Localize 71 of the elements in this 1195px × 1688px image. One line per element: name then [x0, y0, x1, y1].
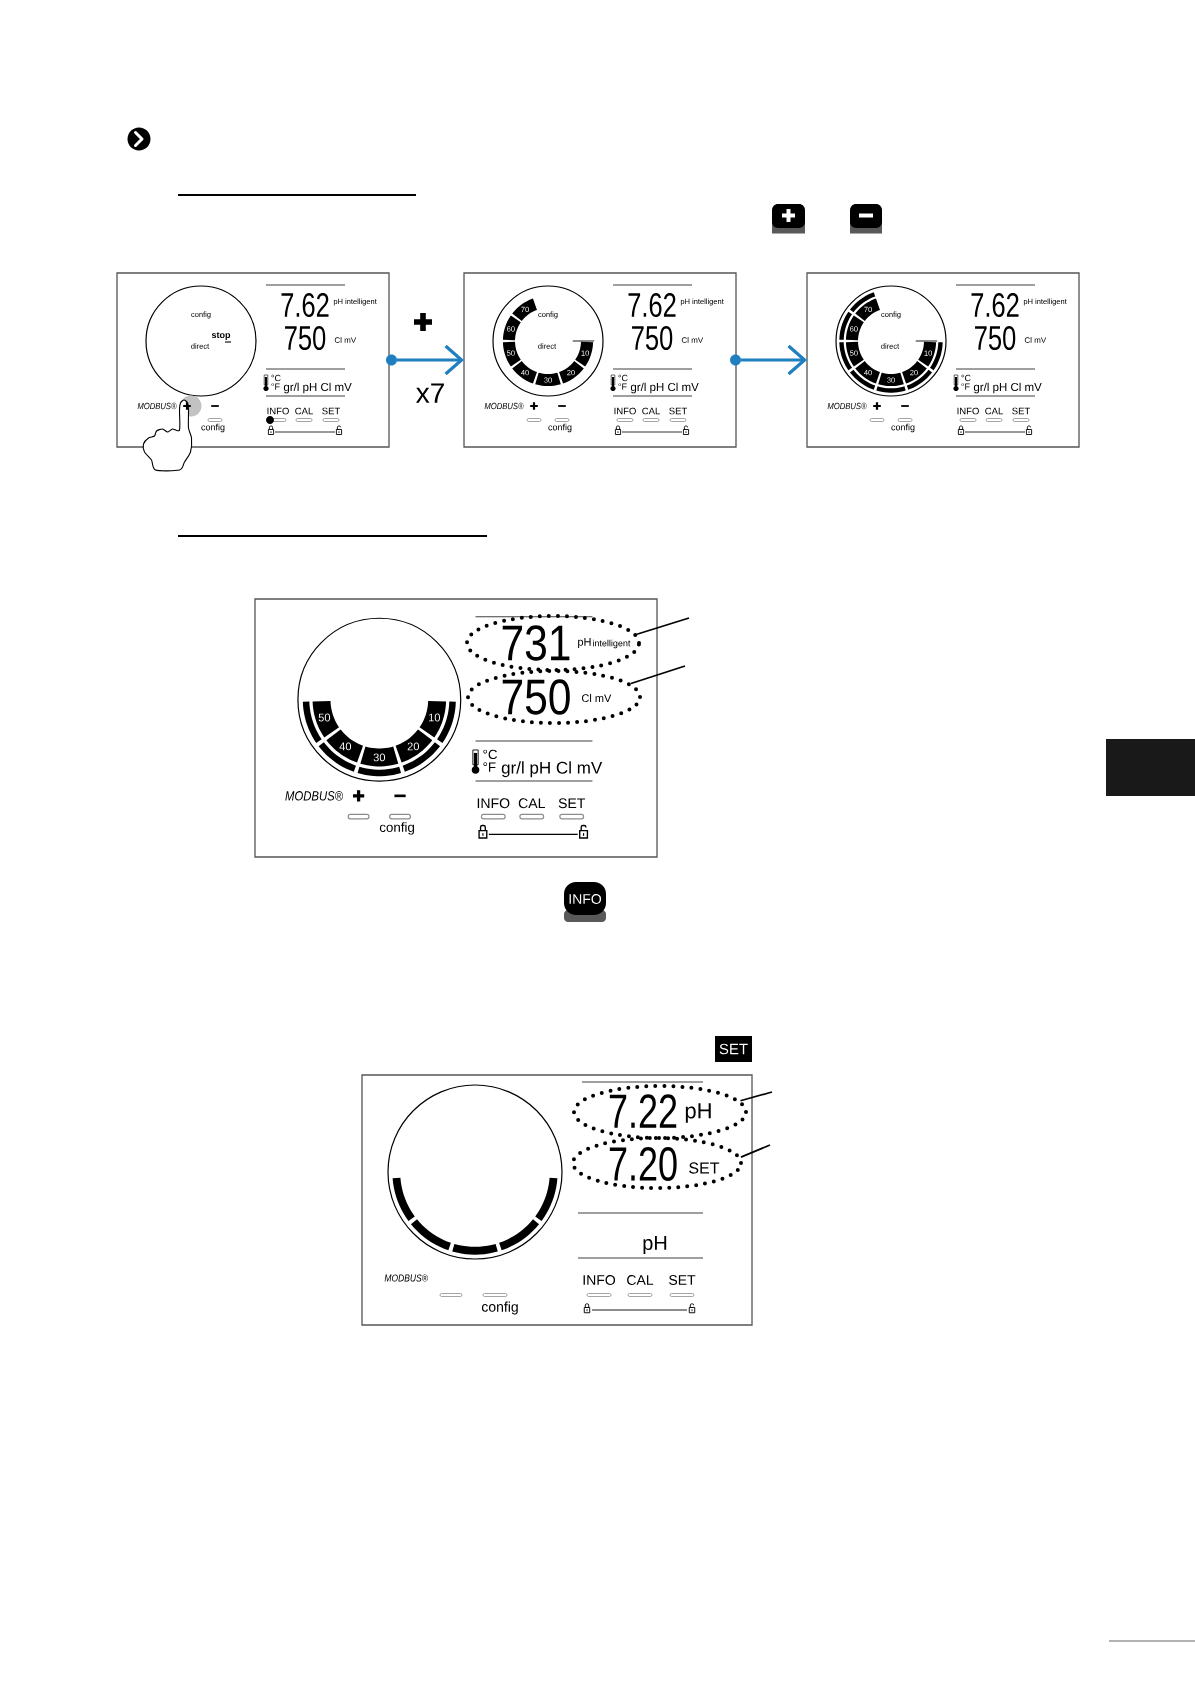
key-caption: config: [481, 1301, 518, 1315]
key-caption: config: [548, 423, 572, 433]
unit-label: °F: [271, 383, 280, 390]
menu-label: SET: [1012, 407, 1031, 415]
menu-label: INFO: [477, 798, 510, 809]
unit-label: Cl mV: [334, 337, 357, 343]
menu-label: SET: [322, 407, 340, 415]
unit-label: pH: [643, 1236, 667, 1254]
leader-line: [740, 1144, 771, 1158]
unit-row: gr/l pH Cl mV: [283, 382, 352, 394]
digit-reading: 7.22: [609, 1094, 677, 1128]
gauge-segment: 40: [318, 729, 364, 772]
menu-label: CAL: [295, 407, 313, 415]
gauge-segment: 10: [419, 700, 456, 743]
key-caption: config: [379, 822, 414, 835]
menu-label: SET: [669, 1275, 696, 1285]
key-caption: config: [891, 423, 915, 433]
unit-label: pH: [685, 1103, 711, 1123]
unit-label: °F: [618, 383, 627, 390]
menu-label: INFO: [583, 1275, 616, 1285]
unit-label: Cl mV: [681, 337, 704, 343]
arrow: [397, 344, 464, 376]
protocol-label: MODBUS®: [137, 402, 177, 410]
unit-label: intelligent: [593, 639, 631, 649]
unit-label: °F: [483, 762, 496, 772]
unit-row: gr/l pH Cl mV: [501, 761, 603, 778]
menu-label: SET: [669, 407, 687, 415]
menu-label: CAL: [642, 407, 660, 415]
arrow: [741, 344, 807, 376]
unit-label: SET: [689, 1162, 720, 1174]
unit-row: gr/l pH Cl mV: [630, 382, 699, 394]
unit-label: Cl mV: [1024, 337, 1047, 343]
digit-reading: 750: [285, 325, 326, 351]
digit-reading: 7.62: [971, 292, 1019, 318]
unit-label: °C: [618, 374, 628, 382]
gauge-segment: 20: [395, 729, 441, 772]
menu-label: INFO: [614, 407, 636, 415]
unit-label: °F: [961, 383, 970, 390]
digit-reading: 750: [502, 679, 570, 715]
digit-reading: 7.20: [609, 1147, 677, 1181]
unit-label: °C: [271, 374, 281, 382]
protocol-label: MODBUS®: [285, 791, 344, 801]
unit-label: °C: [483, 749, 498, 760]
protocol-label: MODBUS®: [827, 402, 867, 410]
menu-label: CAL: [985, 407, 1003, 415]
menu-label: CAL: [518, 798, 545, 809]
menu-label: SET: [558, 798, 586, 809]
digit-reading: 7.62: [628, 292, 676, 318]
protocol-label: MODBUS®: [384, 1274, 428, 1282]
unit-row: gr/l pH Cl mV: [973, 382, 1042, 394]
protocol-label: MODBUS®: [484, 402, 524, 410]
menu-label: INFO: [267, 407, 289, 415]
key-caption: config: [201, 423, 225, 433]
status-label: stop: [211, 332, 232, 343]
menu-label: INFO: [957, 407, 979, 415]
leader-line: [739, 1091, 773, 1102]
unit-label: pH: [578, 638, 591, 648]
keypad-key: SET: [715, 1036, 752, 1062]
digit-reading: 7.62: [281, 292, 329, 318]
unit-label: °C: [961, 374, 971, 382]
gauge-segment: 50: [302, 700, 340, 743]
leader-line: [630, 665, 686, 685]
digit-reading: 731: [502, 625, 570, 661]
gauge-segment: 30: [357, 746, 402, 777]
digit-reading: 750: [632, 325, 673, 351]
leader-line: [636, 617, 690, 636]
edge-label: x7: [413, 381, 448, 405]
menu-label: CAL: [627, 1275, 654, 1285]
unit-label: Cl mV: [581, 694, 612, 703]
keypad-key: INFO: [564, 882, 606, 922]
digit-reading: 750: [975, 325, 1016, 351]
